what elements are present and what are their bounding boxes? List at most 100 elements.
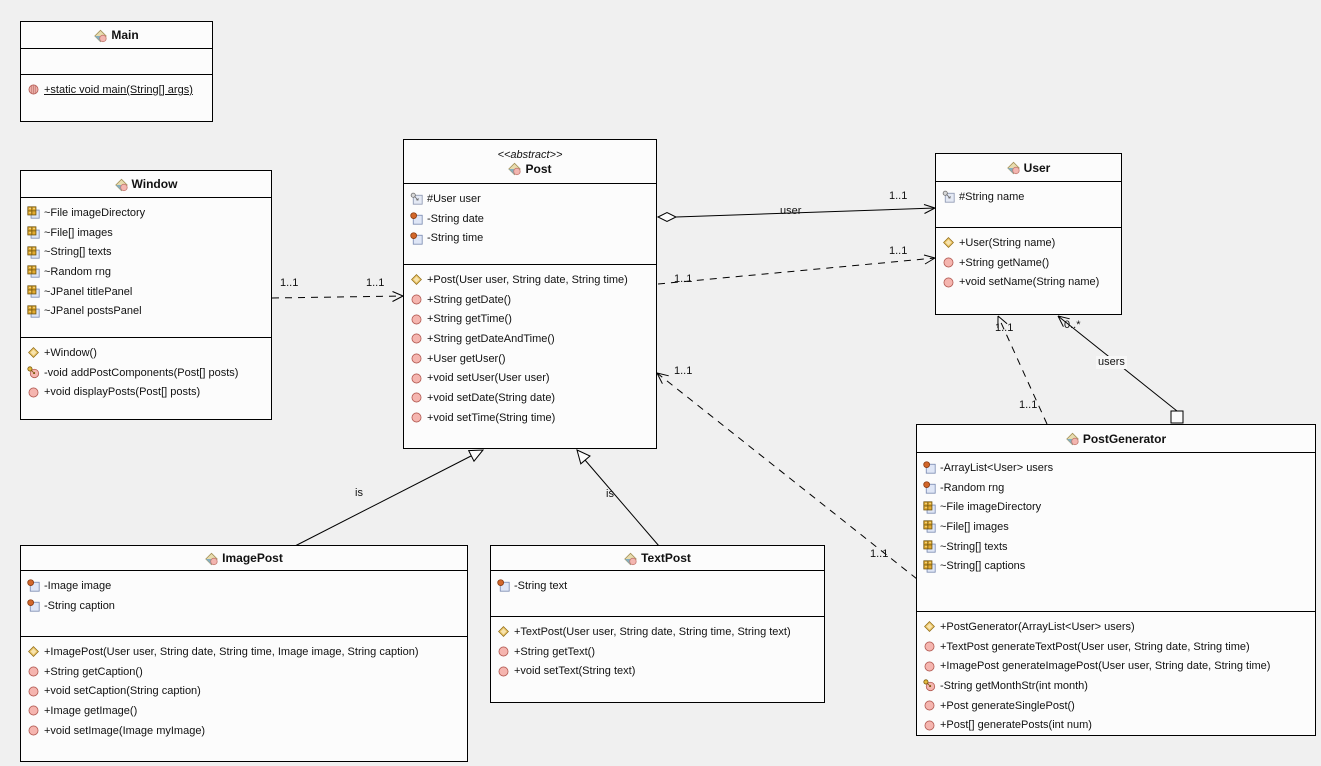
method-public-icon [27,665,40,678]
edge-imagepost-post-generalization[interactable] [294,449,485,547]
methods-compartment: +PostGenerator(ArrayList<User> users)+Te… [917,612,1315,735]
field-row: -Image image [21,576,467,596]
class-icon [624,552,637,565]
member-text: -String time [427,232,484,245]
member-text: ~File[] images [940,520,1009,533]
constructor-icon [27,645,40,658]
member-text: +User(String name) [959,236,1056,249]
method-public-icon [410,352,423,365]
method-public-icon [497,645,510,658]
methods-compartment: +User(String name) +String getName()+void… [936,228,1121,314]
field-row: ~File[] images [917,517,1315,537]
field-row: #String name [936,187,1121,207]
class-icon [1066,432,1079,446]
class-name: Main [111,28,139,42]
methods-compartment: +ImagePost(User user, String date, Strin… [21,637,467,761]
class-name: PostGenerator [1082,431,1167,446]
member-text: -Image image [44,579,112,592]
class-box-imagepost[interactable]: ImagePost-Image image-String caption+Ima… [20,545,468,762]
method-public-icon [27,386,40,399]
class-box-window[interactable]: Window~File imageDirectory~File[] images… [20,170,272,420]
member-text: ~String[] captions [940,560,1026,573]
method-row: +String getDate() [404,290,656,310]
field-row: -String caption [21,596,467,616]
method-row: +void setCaption(String caption) [21,681,467,701]
method-public-icon [923,660,936,673]
constructor-icon [27,346,40,359]
class-box-main[interactable]: Main+static void main(String[] args) [20,21,213,122]
edge-post-user-aggregation[interactable] [656,204,936,223]
method-row: +User getUser() [404,349,656,369]
field-package-icon [27,206,40,219]
field-row: -ArrayList<User> users [917,458,1315,478]
member-text: -Random rng [940,481,1005,494]
member-text: ~String[] texts [44,246,112,259]
field-package-icon [923,520,936,533]
method-public-icon [410,411,423,424]
method-row: +TextPost(User user, String date, String… [491,622,824,642]
method-public-icon [27,685,40,698]
fields-compartment: -String text [491,570,824,617]
method-row: +void setName(String name) [936,272,1121,292]
field-row: ~String[] captions [917,556,1315,576]
multiplicity-label: 1..1 [674,365,693,377]
method-row: -String getMonthStr(int month) [917,676,1315,696]
fields-compartment: -ArrayList<User> users-Random rng~File i… [917,452,1315,612]
method-public-icon [942,276,955,289]
method-public-icon [923,719,936,732]
method-public-icon [923,640,936,653]
method-row: +void setTime(String time) [404,408,656,428]
member-text: +void setTime(String time) [427,411,556,424]
method-row: +String getDateAndTime() [404,329,656,349]
class-icon [205,552,218,565]
class-title: User [936,154,1121,181]
class-box-postgenerator[interactable]: PostGenerator -ArrayList<User> users -Rand… [916,424,1316,736]
edge-post-user-dependency[interactable] [657,254,936,285]
edge-postgen-user-dependency[interactable] [997,315,1048,425]
class-stereotype: <<abstract>> [497,148,563,161]
field-row: -String date [404,209,656,229]
edge-postgen-user-association[interactable] [1057,315,1184,424]
method-row: +String getText() [491,642,824,662]
method-row: +String getName() [936,253,1121,273]
class-title: TextPost [491,546,824,570]
field-private-icon [27,579,40,592]
class-box-textpost[interactable]: TextPost-String text +TextPost(User user,… [490,545,825,703]
member-text: -String date [427,212,484,225]
multiplicity-label: 1..1 [870,548,889,560]
member-text: +ImagePost generateImagePost(User user, … [940,660,1271,673]
multiplicity-label: 0..* [1064,319,1081,331]
class-box-user[interactable]: User #String name +User(String name) +Strin… [935,153,1122,315]
field-row: ~JPanel titlePanel [21,282,271,302]
class-box-post[interactable]: <<abstract>>Post#User user-String date-S… [403,139,657,449]
method-row: +Post generateSinglePost() [917,696,1315,716]
multiplicity-label: 1..1 [1019,399,1038,411]
method-row: +Post(User user, String date, String tim… [404,270,656,290]
multiplicity-label: 1..1 [889,190,908,202]
method-row: +void setUser(User user) [404,368,656,388]
class-title: Main [21,22,212,48]
edge-window-post-dependency[interactable] [271,291,404,302]
member-text: ~String[] texts [940,540,1008,553]
multiplicity-label: 1..1 [995,322,1014,334]
constructor-icon [410,273,423,286]
edge-postgen-post-dependency[interactable] [656,372,918,580]
member-text: +ImagePost(User user, String date, Strin… [44,645,419,658]
edge-textpost-post-generalization[interactable] [576,449,660,547]
member-text: +void setUser(User user) [427,372,550,385]
method-row: +void setText(String text) [491,661,824,681]
member-text: +Post(User user, String date, String tim… [427,273,628,286]
method-row: +void setImage(Image myImage) [21,721,467,741]
method-row: +TextPost generateTextPost(User user, St… [917,637,1315,657]
field-row: ~File[] images [21,223,271,243]
field-protected-icon [942,190,955,203]
method-row: +User(String name) [936,233,1121,253]
field-row: ~JPanel postsPanel [21,301,271,321]
method-static-icon [27,83,40,96]
field-row: #User user [404,189,656,209]
field-package-icon [27,265,40,278]
member-text: -String caption [44,599,115,612]
fields-compartment: ~File imageDirectory~File[] images~Strin… [21,197,271,338]
member-text: -ArrayList<User> users [940,461,1054,474]
